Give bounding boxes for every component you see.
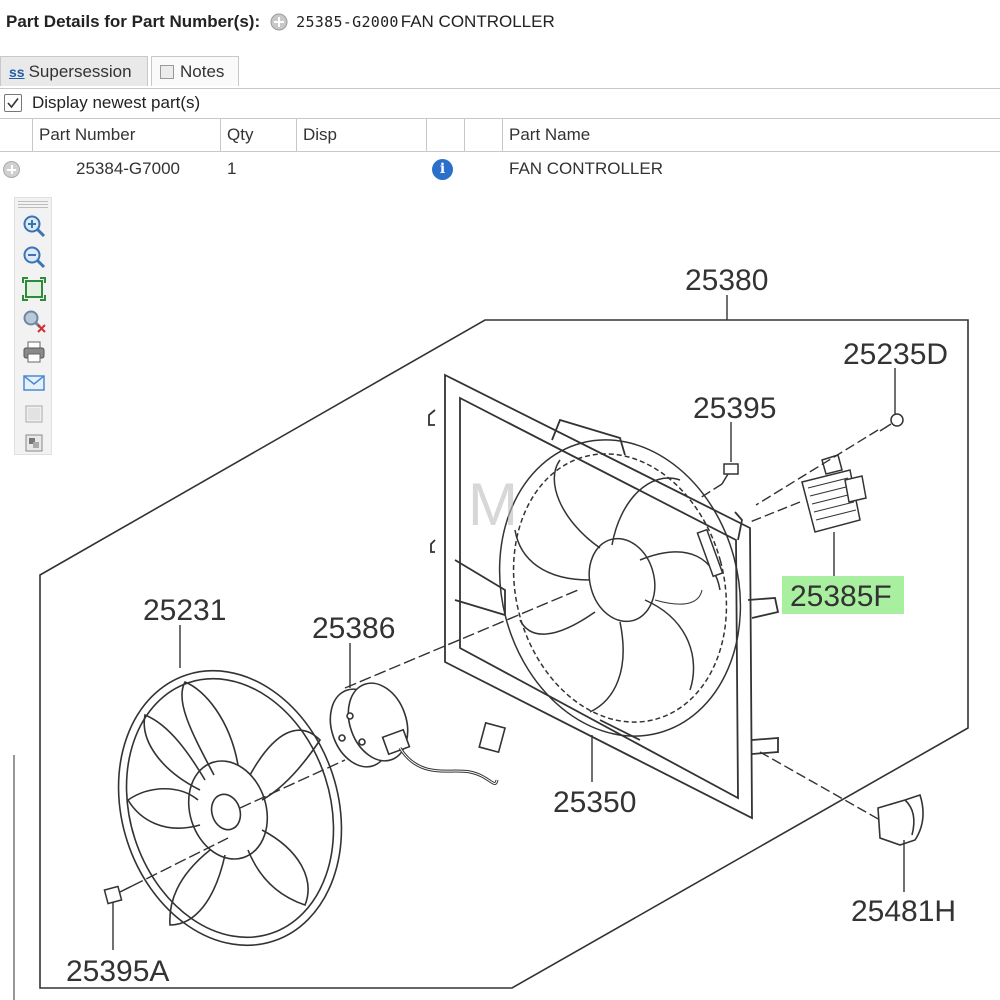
bolt-25395a[interactable] [103, 885, 133, 905]
callout-25386[interactable]: 25386 [312, 612, 395, 645]
row-qty: 1 [227, 159, 237, 178]
col-disp[interactable]: Disp [296, 119, 426, 151]
col-blank[interactable] [464, 119, 502, 151]
fan-controller-part[interactable] [801, 454, 867, 533]
bolt-25235d[interactable] [879, 413, 904, 432]
fan-motor-part[interactable] [320, 675, 507, 786]
callout-25481h[interactable]: 25481H [851, 895, 956, 928]
tab-notes[interactable]: Notes [151, 56, 239, 86]
part-number-title: 25385-G2000 [296, 13, 399, 31]
callout-25385f[interactable]: 25385F [790, 580, 892, 613]
fit-to-window-icon[interactable] [21, 276, 47, 302]
part-details-header: Part Details for Part Number(s): 25385-G… [6, 8, 555, 36]
clear-zoom-icon[interactable] [21, 308, 47, 334]
clip-25481h[interactable] [877, 793, 924, 846]
callout-25350[interactable]: 25350 [553, 786, 636, 819]
add-circle-icon[interactable] [270, 13, 288, 31]
detail-tabs: ss Supersession Notes [0, 54, 1000, 89]
toolbar-grip[interactable] [18, 201, 48, 209]
fan-blade-part[interactable] [84, 641, 376, 974]
col-part-number[interactable]: Part Number [32, 119, 220, 151]
col-qty[interactable]: Qty [220, 119, 296, 151]
table-row[interactable]: 25384-G7000 1 i FAN CONTROLLER [0, 152, 1000, 186]
callout-25380[interactable]: 25380 [685, 264, 768, 297]
part-description-title: FAN CONTROLLER [400, 12, 555, 31]
display-newest-label: Display newest part(s) [32, 93, 201, 112]
zoom-in-icon[interactable] [21, 213, 47, 239]
diagram-toolbar [14, 197, 52, 455]
info-icon[interactable]: i [432, 159, 453, 180]
shroud-fan [498, 439, 742, 737]
checkmark-icon [7, 98, 19, 109]
callout-25235d[interactable]: 25235D [843, 338, 948, 371]
bolt-25395[interactable] [721, 463, 739, 485]
tab-notes-label: Notes [180, 61, 225, 81]
image-icon[interactable] [21, 430, 47, 456]
expand-row-icon[interactable] [3, 161, 20, 178]
zoom-out-icon[interactable] [21, 244, 47, 270]
display-newest-checkbox[interactable] [4, 94, 22, 112]
callout-25395a[interactable]: 25395A [66, 955, 169, 988]
watermark-logo: M [468, 471, 518, 538]
parts-diagram: M [13, 264, 969, 1000]
print-icon[interactable] [21, 339, 47, 365]
tab-supersession-label: Supersession [28, 61, 132, 81]
callout-highlight [782, 576, 904, 614]
notes-icon [160, 64, 174, 79]
parts-table-header: Part Number Qty Disp Part Name [0, 119, 1000, 152]
leader-lines [112, 295, 905, 950]
tab-supersession[interactable]: ss Supersession [0, 56, 148, 86]
part-details-label: Part Details for Part Number(s): [6, 12, 261, 31]
assembly-outline [39, 319, 969, 989]
callout-25395[interactable]: 25395 [693, 392, 776, 425]
col-part-name[interactable]: Part Name [502, 119, 1000, 151]
callout-25231[interactable]: 25231 [143, 594, 226, 627]
supersession-icon: ss [9, 63, 25, 80]
display-newest-row: Display newest part(s) [0, 88, 1000, 119]
blank-page-icon[interactable] [21, 401, 47, 427]
fan-shroud[interactable] [428, 373, 780, 820]
row-part-number: 25384-G7000 [76, 159, 180, 178]
row-part-name: FAN CONTROLLER [509, 159, 663, 178]
email-icon[interactable] [21, 370, 47, 396]
col-info[interactable] [426, 119, 464, 151]
